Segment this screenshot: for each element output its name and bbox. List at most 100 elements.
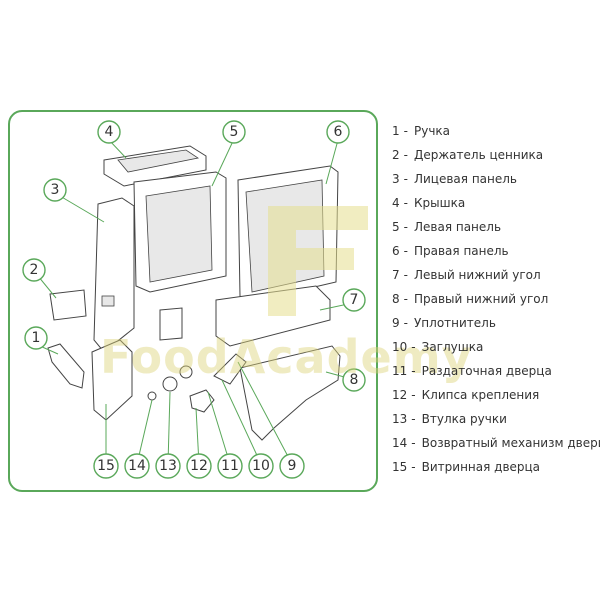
callout-label: 5 (230, 124, 239, 140)
legend-item: 12-Клипса крепления (392, 383, 597, 407)
callout-4: 4 (97, 120, 121, 144)
callout-label: 13 (159, 458, 177, 474)
callout-label: 8 (350, 372, 359, 388)
legend-item: 13-Втулка ручки (392, 407, 597, 431)
logo-mark (268, 206, 368, 316)
callout-label: 14 (128, 458, 146, 474)
callout-label: 7 (350, 292, 359, 308)
legend-item: 10-Заглушка (392, 335, 597, 359)
legend-item: 8-Правый нижний угол (392, 287, 597, 311)
legend-item: 2-Держатель ценника (392, 143, 597, 167)
legend-label: Клипса крепления (421, 388, 540, 402)
part-right-bottom-corner (239, 345, 341, 441)
legend-separator: - (403, 220, 408, 234)
callout-label: 4 (105, 124, 114, 140)
callout-7: 7 (342, 288, 366, 312)
legend-item: 3-Лицевая панель (392, 167, 597, 191)
part-price-holder (49, 289, 87, 321)
part-lid (103, 145, 207, 187)
legend-item: 15-Витринная дверца (392, 455, 597, 479)
callout-label: 3 (51, 182, 60, 198)
part-left-panel (133, 171, 227, 293)
callout-12: 12 (186, 453, 212, 479)
callout-5: 5 (222, 120, 246, 144)
legend-item: 9-Уплотнитель (392, 311, 597, 335)
legend-number: 5 (392, 220, 400, 234)
legend-item: 4-Крышка (392, 191, 597, 215)
callout-label: 1 (32, 330, 41, 346)
legend-separator: - (403, 124, 408, 138)
callout-10: 10 (248, 453, 274, 479)
legend-number: 2 (392, 148, 400, 162)
legend-item: 6-Правая панель (392, 239, 597, 263)
legend-number: 1 (392, 124, 400, 138)
part-display-door (91, 339, 133, 421)
legend-label: Лицевая панель (413, 172, 517, 186)
callout-label: 9 (288, 458, 297, 474)
legend-separator: - (403, 316, 408, 330)
legend-number: 3 (392, 172, 400, 186)
legend-number: 13 (392, 412, 408, 426)
legend-label: Раздаточная дверца (421, 364, 552, 378)
legend-item: 7-Левый нижний угол (392, 263, 597, 287)
callout-label: 6 (334, 124, 343, 140)
legend-separator: - (411, 412, 416, 426)
legend-number: 14 (392, 436, 408, 450)
callout-3: 3 (43, 178, 67, 202)
legend-separator: - (403, 172, 408, 186)
legend-separator: - (403, 268, 408, 282)
part-front-panel (93, 197, 135, 353)
watermark: FoodAcademy (100, 330, 473, 384)
callout-label: 11 (221, 458, 239, 474)
legend-label: Уплотнитель (413, 316, 496, 330)
legend-number: 6 (392, 244, 400, 258)
legend-label: Левый нижний угол (413, 268, 541, 282)
legend-label: Ручка (413, 124, 451, 138)
legend-item: 1-Ручка (392, 119, 597, 143)
legend-number: 10 (392, 340, 408, 354)
callout-11: 11 (217, 453, 243, 479)
legend-label: Левая панель (413, 220, 502, 234)
callout-14: 14 (124, 453, 150, 479)
part-small-components (147, 307, 247, 413)
legend-separator: - (403, 244, 408, 258)
callout-label: 2 (30, 262, 39, 278)
callout-1: 1 (24, 326, 48, 350)
callout-13: 13 (155, 453, 181, 479)
legend-label: Правая панель (413, 244, 509, 258)
callout-2: 2 (22, 258, 46, 282)
legend-number: 8 (392, 292, 400, 306)
legend-separator: - (411, 460, 416, 474)
legend-number: 15 (392, 460, 408, 474)
legend-label: Втулка ручки (421, 412, 507, 426)
legend-number: 4 (392, 196, 400, 210)
legend-separator: - (403, 196, 408, 210)
legend-separator: - (411, 388, 416, 402)
legend-separator: - (411, 340, 416, 354)
legend-separator: - (411, 364, 416, 378)
part-handle (47, 343, 85, 389)
legend-label: Заглушка (421, 340, 484, 354)
callout-15: 15 (93, 453, 119, 479)
legend-label: Держатель ценника (413, 148, 544, 162)
legend-item: 11-Раздаточная дверца (392, 359, 597, 383)
callout-8: 8 (342, 368, 366, 392)
callout-label: 12 (190, 458, 208, 474)
legend-separator: - (403, 292, 408, 306)
legend-separator: - (403, 148, 408, 162)
legend-number: 11 (392, 364, 408, 378)
legend-label: Правый нижний угол (413, 292, 549, 306)
legend-number: 9 (392, 316, 400, 330)
legend-label: Крышка (413, 196, 466, 210)
legend-item: 5-Левая панель (392, 215, 597, 239)
legend-label: Витринная дверца (421, 460, 541, 474)
legend-item: 14-Возвратный механизм двери (392, 431, 600, 455)
legend-number: 7 (392, 268, 400, 282)
legend-separator: - (411, 436, 416, 450)
legend-label: Возвратный механизм двери (421, 436, 600, 450)
diagram-frame (8, 110, 378, 492)
callout-6: 6 (326, 120, 350, 144)
callout-9: 9 (279, 453, 305, 479)
callout-label: 10 (252, 458, 270, 474)
